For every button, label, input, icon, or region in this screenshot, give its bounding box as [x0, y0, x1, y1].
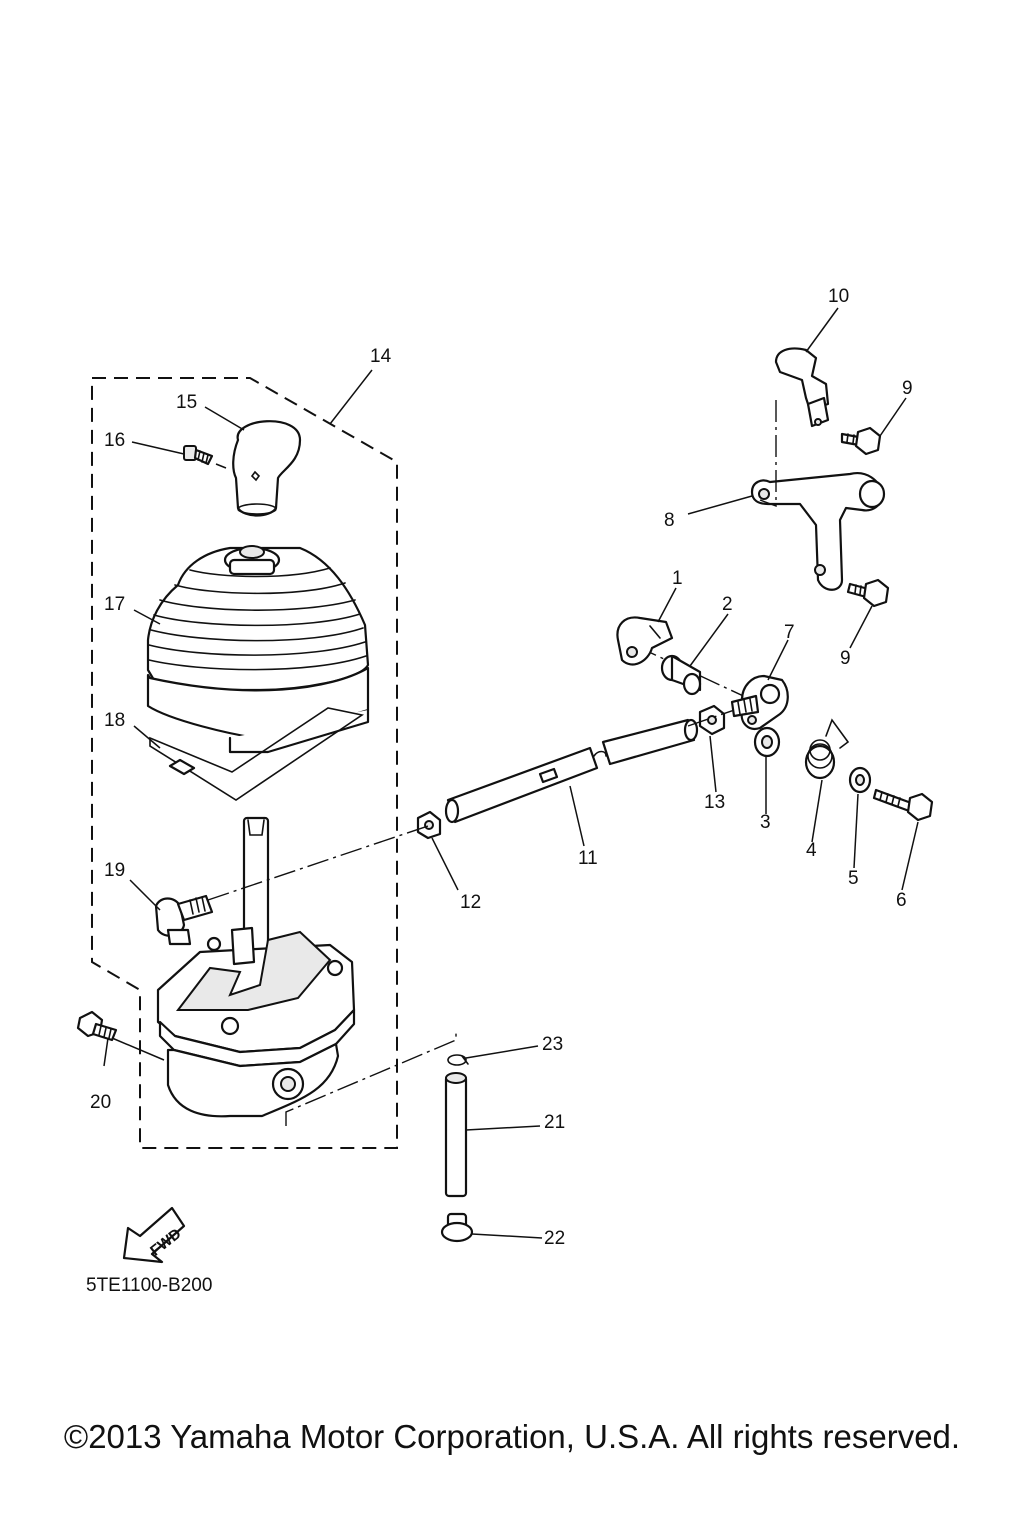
callout-19: 19: [104, 860, 125, 881]
copyright-notice: ©2013 Yamaha Motor Corporation, U.S.A. A…: [63, 1418, 961, 1455]
shift-knob-part-15: [232, 420, 302, 517]
forward-arrow-icon: FWD: [122, 1206, 186, 1264]
bolt-part-9-top: [840, 426, 882, 456]
clip-part-23: [447, 1054, 469, 1066]
lever-part-7: [730, 674, 789, 730]
callout-5: 5: [848, 868, 859, 889]
callout-6: 6: [896, 890, 907, 911]
callout-4: 4: [806, 840, 817, 861]
callout-23: 23: [542, 1034, 563, 1055]
callout-22: 22: [544, 1228, 565, 1249]
callout-16: 16: [104, 430, 125, 451]
callout-1: 1: [672, 568, 683, 589]
plug-part-22: [440, 1212, 474, 1243]
leader-lines: [103, 307, 919, 1239]
rod-part-11: [444, 718, 699, 824]
callout-20: 20: [90, 1092, 111, 1113]
callout-13: 13: [704, 792, 725, 813]
callout-2: 2: [722, 594, 733, 615]
callout-10: 10: [828, 286, 849, 307]
collar-part-2: [660, 654, 702, 696]
callout-18: 18: [104, 710, 125, 731]
bolt-part-9-bottom: [846, 578, 890, 608]
clamp-axis-line: [759, 400, 777, 508]
clamp-part-10: [774, 347, 830, 428]
nut-part-13: [698, 704, 726, 736]
callout-9-bottom: 9: [840, 648, 851, 669]
callout-14: 14: [370, 346, 392, 367]
bracket-part-8: [750, 472, 886, 591]
callout-7: 7: [784, 622, 795, 643]
gasket-part-18: [149, 707, 365, 801]
rubber-boot-part-17: [146, 545, 370, 754]
bolt-part-20: [76, 1010, 118, 1042]
screw-part-16: [183, 445, 214, 466]
nut-part-12: [416, 810, 442, 840]
assembly-14-outline: [91, 377, 398, 1149]
shift-housing: [156, 816, 356, 1118]
spring-part-4: [804, 718, 850, 780]
elbow-fitting-part-19: [154, 894, 214, 946]
bolt-part-6: [872, 788, 934, 822]
diagram-code: 5TE1100-B200: [86, 1275, 212, 1296]
pipe-part-21: [444, 1072, 468, 1198]
washer-part-3: [753, 726, 781, 758]
washer-part-5: [848, 766, 872, 794]
callout-11: 11: [578, 848, 598, 869]
callout-3: 3: [760, 812, 771, 833]
callout-15: 15: [176, 392, 197, 413]
callout-17: 17: [104, 594, 125, 615]
callout-21: 21: [544, 1112, 565, 1133]
callout-8: 8: [664, 510, 675, 531]
callout-12: 12: [460, 892, 481, 913]
callout-9-top: 9: [902, 378, 913, 399]
shift-arm-part-1: [616, 616, 674, 666]
pipe-axis-line: [285, 1030, 457, 1126]
